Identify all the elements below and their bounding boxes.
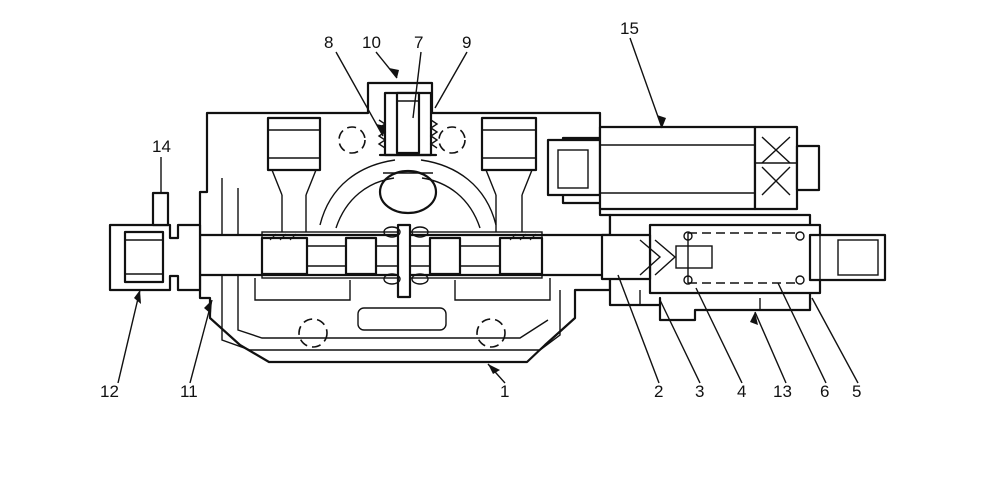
label-9: 9: [462, 33, 471, 52]
arrowheads: [134, 68, 758, 374]
label-11: 11: [180, 382, 198, 401]
label-6: 6: [820, 382, 829, 401]
right-spring-housing: [600, 213, 887, 322]
label-1: 1: [500, 382, 509, 401]
right-top-port: [480, 116, 538, 232]
label-7: 7: [414, 33, 423, 52]
solenoid: [546, 125, 821, 211]
label-14: 14: [152, 137, 171, 156]
label-2: 2: [654, 382, 663, 401]
label-8: 8: [324, 33, 333, 52]
label-15: 15: [620, 19, 639, 38]
label-5: 5: [852, 382, 861, 401]
left-end-cap: [108, 191, 202, 298]
part-labels: 8 10 7 9 15 14 12 11 1 2 3 4 13 6 5: [100, 19, 861, 401]
left-top-port: [266, 116, 322, 232]
relief-valve: [319, 91, 497, 229]
spool-assembly: [198, 223, 612, 331]
bolt-holes: [298, 126, 506, 348]
label-3: 3: [695, 382, 704, 401]
label-10: 10: [362, 33, 381, 52]
label-4: 4: [737, 382, 746, 401]
leader-lines: [117, 37, 859, 384]
label-13: 13: [773, 382, 792, 401]
label-12: 12: [100, 382, 119, 401]
